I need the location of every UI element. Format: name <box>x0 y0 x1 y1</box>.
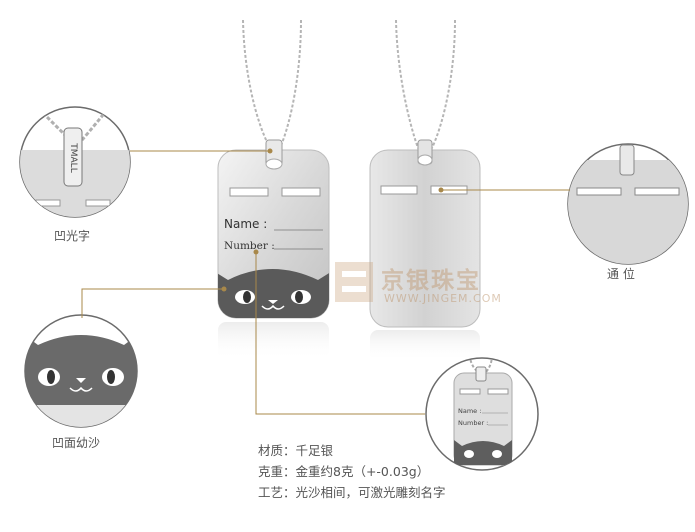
detail-circle-cat <box>24 314 138 428</box>
callout-dots <box>221 148 444 292</box>
callout-lines <box>81 150 570 415</box>
bail-engraving: TMALL <box>68 142 78 172</box>
spec-material: 材质：千足银 <box>258 443 334 458</box>
watermark-logo <box>335 262 373 302</box>
spec-weight: 克重：金重约8克（+-0.03g） <box>258 464 430 479</box>
callout-vent: 通 位 <box>607 267 635 281</box>
watermark-brand: 京银珠宝 <box>381 268 481 294</box>
mini-number-label: Number : <box>458 419 488 427</box>
tag-name-label: Name : <box>224 217 268 231</box>
detail-circle-mini-tag: Name : Number : <box>425 357 539 471</box>
dog-tag-front <box>217 139 330 360</box>
chain-right <box>395 19 456 149</box>
detail-circle-vent <box>567 143 689 265</box>
spec-craft: 工艺：光沙相间，可激光雕刻名字 <box>258 485 446 500</box>
callout-recessed-matte: 凹面幼沙 <box>52 436 101 450</box>
watermark-url: WWW.JINGEM.COM <box>384 292 502 305</box>
mini-name-label: Name : <box>458 407 481 415</box>
dog-tag-back <box>369 139 481 362</box>
callout-recessed-text: 凹光字 <box>54 229 91 243</box>
chain-left <box>242 19 302 149</box>
cat-face-front <box>218 269 329 318</box>
tag-number-label: Number : <box>224 240 275 252</box>
detail-circle-bail: TMALL <box>19 106 131 218</box>
